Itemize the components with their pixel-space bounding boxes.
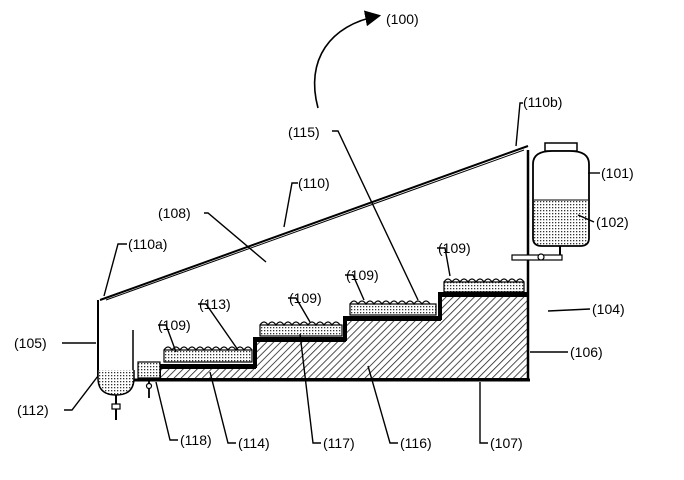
label-115: (115) <box>288 124 320 140</box>
label-100: (100) <box>386 11 419 27</box>
label-101: (101) <box>601 165 634 181</box>
collector-valve <box>145 382 153 390</box>
absorber-wave-3 <box>349 300 431 306</box>
label-109-step3: (109) <box>346 267 379 283</box>
feed-valve <box>537 253 545 261</box>
water-tray-2 <box>259 324 343 337</box>
label-110: (110) <box>298 175 330 191</box>
label-114: (114) <box>238 435 270 451</box>
absorber-wave-4 <box>443 278 525 284</box>
trough-valve <box>111 403 121 410</box>
label-112: (112) <box>17 402 49 418</box>
glass-cover <box>99 145 529 301</box>
label-109-step4: (109) <box>438 240 471 256</box>
collection-trough <box>97 370 135 396</box>
label-109-step1: (109) <box>158 317 191 333</box>
label-110a: (110a) <box>128 236 167 252</box>
leader-lines <box>62 102 600 444</box>
small-collector <box>137 361 161 379</box>
label-104: (104) <box>592 301 625 317</box>
curved-arrow-100 <box>313 10 382 109</box>
glass-cover-inner <box>105 149 525 301</box>
step-liner <box>160 292 528 368</box>
water-tray-3 <box>349 303 437 316</box>
absorber-wave-2 <box>259 321 341 327</box>
label-118: (118) <box>180 432 212 448</box>
label-105: (105) <box>14 335 47 351</box>
label-106: (106) <box>570 344 603 360</box>
water-tray-4 <box>443 281 525 293</box>
label-117: (117) <box>323 435 355 451</box>
label-110b: (110b) <box>523 94 562 110</box>
tank-water <box>534 200 588 245</box>
label-116: (116) <box>400 435 432 451</box>
label-113: (113) <box>199 296 231 312</box>
label-102: (102) <box>596 214 629 230</box>
tank-cap <box>544 142 578 152</box>
label-107: (107) <box>490 435 523 451</box>
label-109-step2: (109) <box>289 290 322 306</box>
feed-pipe <box>511 254 563 261</box>
label-108: (108) <box>158 205 191 221</box>
water-tray-1 <box>163 349 253 363</box>
